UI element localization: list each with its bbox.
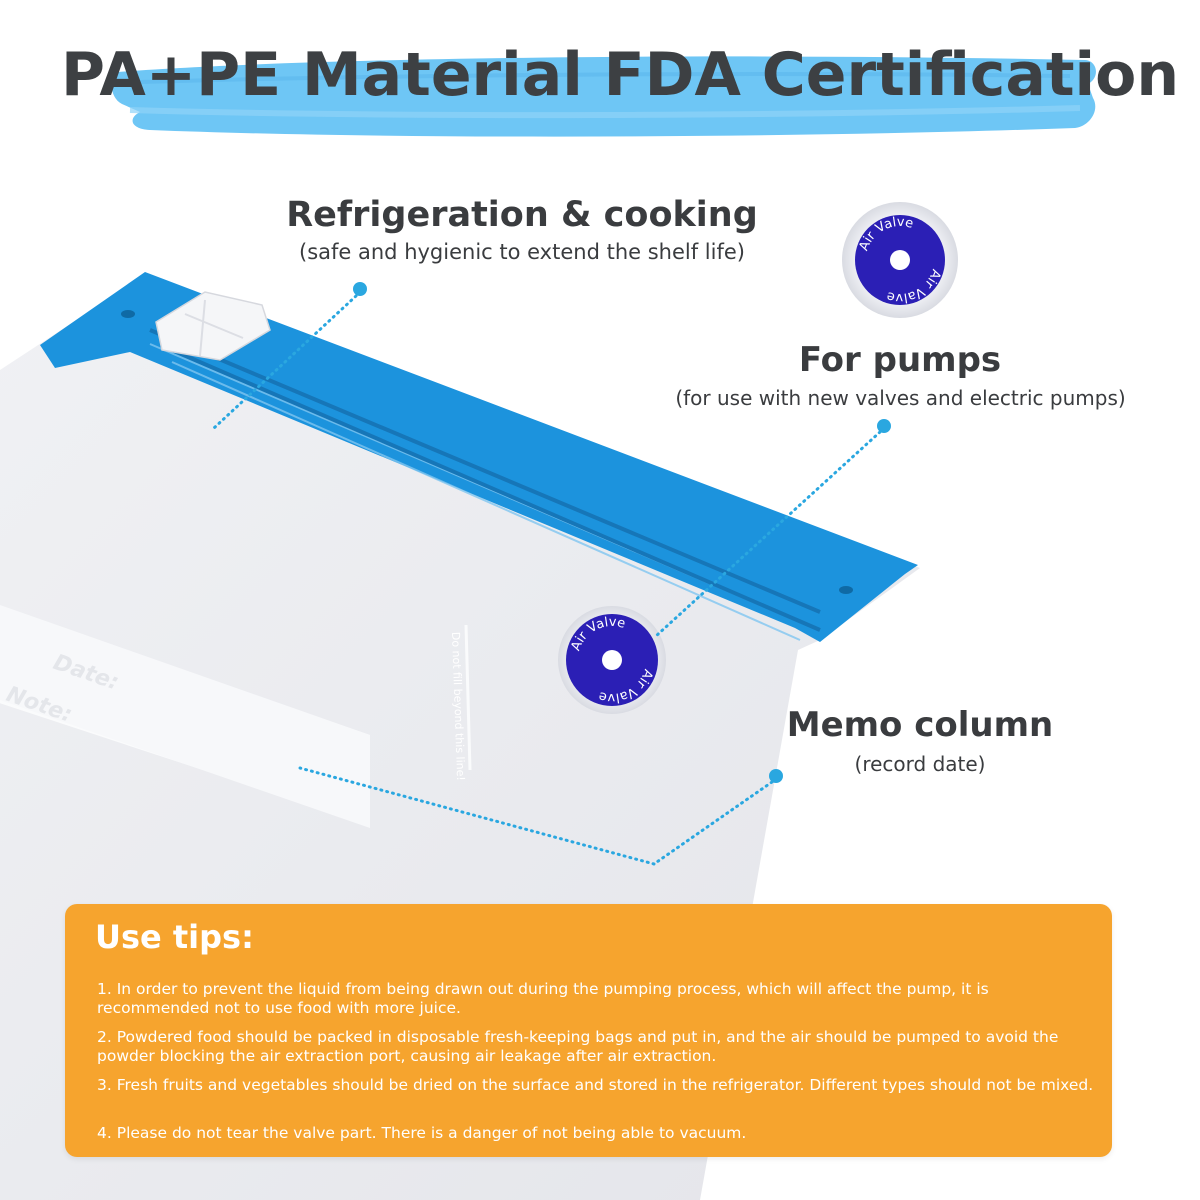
use-tips-panel [65, 904, 1112, 1157]
callout-refrigeration [212, 282, 367, 430]
feature-memo-title: Memo column [786, 705, 1054, 745]
use-tips-title: Use tips: [95, 918, 254, 956]
feature-pumps-subtitle: (for use with new valves and electric pu… [675, 386, 1126, 410]
tip-item: 1. In order to prevent the liquid from b… [97, 980, 989, 1017]
fill-line-text: Do not fill beyond this line! [449, 632, 467, 781]
zip-seal-strip [40, 272, 918, 642]
callout-pumps [654, 419, 891, 638]
feature-refrigeration-title: Refrigeration & cooking [286, 195, 758, 235]
brush-stroke-banner [111, 56, 1096, 137]
tip-item: 3. Fresh fruits and vegetables should be… [97, 1076, 1094, 1094]
feature-memo-subtitle: (record date) [854, 752, 986, 776]
tip-item: 4. Please do not tear the valve part. Th… [97, 1124, 747, 1142]
callout-memo [298, 766, 783, 866]
feature-pumps-title: For pumps [798, 340, 1002, 380]
page-title: PA+PE Material FDA Certification [60, 40, 1180, 110]
air-valve-icon: Air Valve Air Valve [558, 606, 666, 714]
air-valve-detail-icon: Air Valve Air Valve [842, 202, 958, 318]
tip-item: 2. Powdered food should be packed in dis… [97, 1028, 1059, 1065]
feature-refrigeration-subtitle: (safe and hygienic to extend the shelf l… [299, 240, 745, 264]
